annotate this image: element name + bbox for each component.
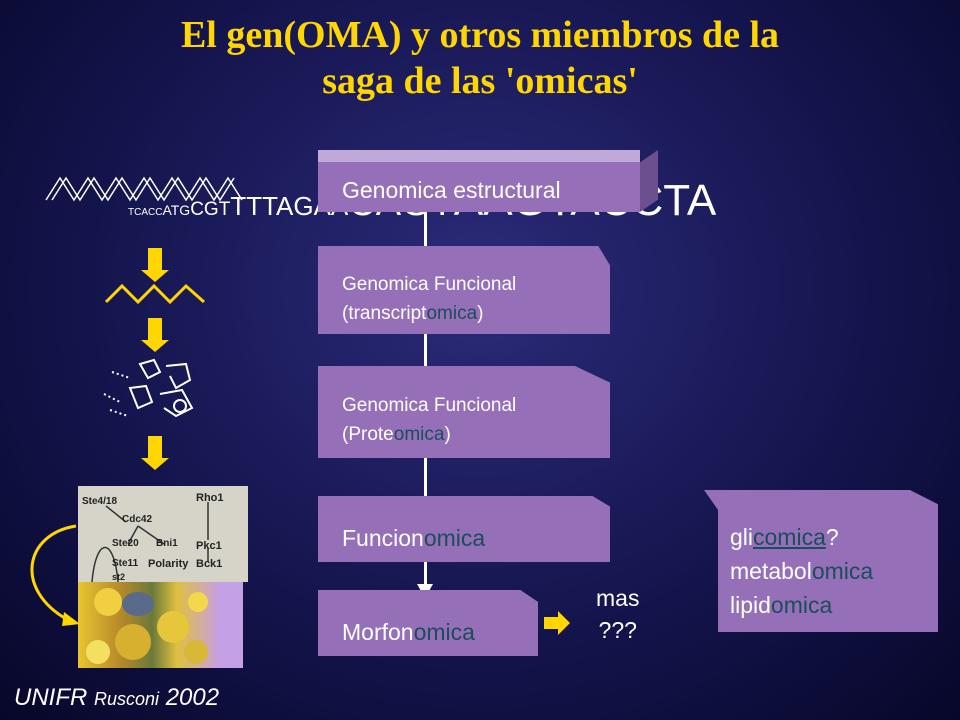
pathway-label: Ste20: [112, 538, 139, 549]
glicomica-label: glicomica?: [730, 524, 839, 550]
pathway-label: Bni1: [156, 538, 178, 549]
mrna-wave-icon: [104, 283, 205, 305]
slide-title: El gen(OMA) y otros miembros de la saga …: [40, 12, 920, 104]
curved-arrow-icon: [30, 524, 80, 626]
pathway-label: Rho1: [196, 492, 224, 504]
box-funcionomica-label: Funcionomica: [342, 525, 486, 551]
footer-credit: UNIFR Rusconi 2002: [14, 684, 220, 711]
box-morfonomica: Morfonomica: [318, 590, 538, 656]
down-arrow-icon: [141, 436, 169, 470]
pathway-label: Pkc1: [196, 540, 222, 552]
mas-line1: mas: [596, 585, 640, 611]
pathway-label: st2: [112, 572, 126, 582]
right-arrow-icon: [544, 611, 570, 635]
pathway-label: Cdc42: [122, 514, 153, 525]
box2-line2: (transcriptomica): [342, 303, 484, 324]
title-line-2: saga de las 'omicas': [322, 60, 638, 102]
title-line-1: El gen(OMA) y otros miembros de la: [180, 14, 780, 56]
mas-text: mas ???: [596, 582, 639, 646]
box3-line1: Genomica Funcional: [342, 395, 517, 416]
metabolomica-label: metabolomica: [730, 558, 874, 584]
protein-fold-icon: [103, 358, 194, 418]
pathway-label: Ste4/18: [82, 496, 118, 507]
dna-seq-part: TCACC: [128, 207, 163, 218]
box-genomica-estructural: Genomica estructural: [318, 150, 658, 214]
dna-seq-part: ATG: [162, 202, 191, 218]
box-funcionomica: Funcionomica: [318, 496, 610, 562]
box-other-omicas: glicomica? metabolomica lipidomica: [704, 490, 938, 632]
pathway-label: Polarity: [148, 558, 189, 570]
signaling-pathway-image: Ste4/18 Rho1 Cdc42 Ste20 Bni1 Pkc1 Ste11…: [78, 486, 248, 582]
dna-seq-part: CGT: [190, 199, 231, 220]
lipidomica-label: lipidomica: [730, 592, 833, 618]
pathway-label: Bck1: [196, 558, 223, 570]
box-genomica-funcional-proteomica: Genomica Funcional (Proteomica): [318, 366, 610, 458]
mas-line2: ???: [598, 617, 637, 643]
box-genomica-funcional-transcriptomica: Genomica Funcional (transcriptomica): [318, 246, 610, 334]
box-morfonomica-label: Morfonomica: [342, 619, 475, 645]
cell-morphology-image: [78, 582, 243, 668]
dna-helix-icon: [45, 176, 243, 202]
box-genomica-estructural-label: Genomica estructural: [342, 177, 561, 203]
pathway-label: Ste11: [112, 558, 139, 569]
box3-line2: (Proteomica): [342, 424, 451, 445]
down-arrow-icon: [141, 248, 169, 282]
down-arrow-icon: [141, 318, 169, 352]
box2-line1: Genomica Funcional: [342, 274, 517, 295]
